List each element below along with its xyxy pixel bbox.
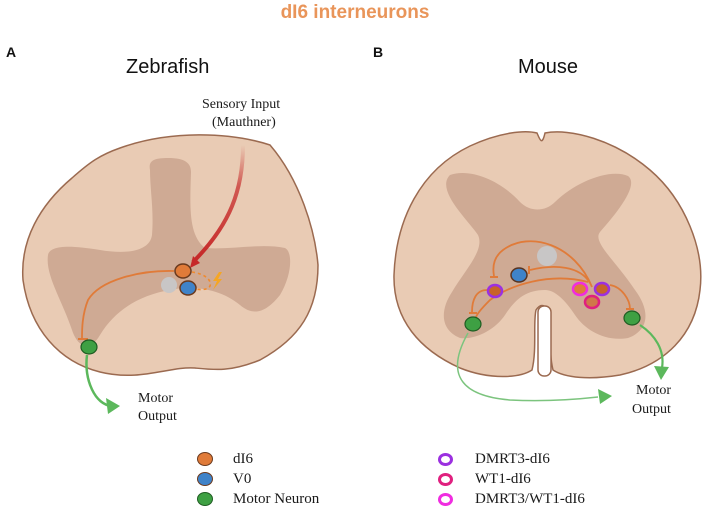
motor-neuron-swatch-icon xyxy=(197,492,213,506)
legend-label: dI6 xyxy=(233,450,253,467)
zebrafish-V0-neuron xyxy=(179,280,197,296)
mouse-V0-neuron xyxy=(510,267,528,283)
motor-arrowhead-icon xyxy=(598,389,612,404)
sensory-input-arrow xyxy=(191,144,245,264)
legend-subtypes: DMRT3-dI6 WT1-dI6 DMRT3/WT1-dI6 xyxy=(438,449,585,509)
mouse-motor-neuron-left xyxy=(464,316,482,332)
zebrafish-spinal-cord xyxy=(21,134,319,377)
zebrafish-grey-matter xyxy=(47,158,291,346)
legend-label: DMRT3/WT1-dI6 xyxy=(475,490,585,507)
legend-item-V0: V0 xyxy=(197,469,319,489)
panel-b-title: Mouse xyxy=(518,56,579,78)
V0-swatch-icon xyxy=(197,472,213,486)
mouse-DMRT3-dI6-neuron xyxy=(593,281,611,297)
sensory-input-sublabel: (Mauthner) xyxy=(212,115,276,130)
mouse-connection-1 xyxy=(492,240,593,288)
zebrafish-dI6-neuron xyxy=(174,263,192,279)
grey-cell xyxy=(537,246,557,266)
legend-item-DMRT3-WT1: DMRT3/WT1-dI6 xyxy=(438,489,585,509)
zebrafish-motor-output-label-2: Output xyxy=(138,409,177,424)
mouse-connection-2 xyxy=(529,266,591,284)
legend-label: WT1-dI6 xyxy=(475,470,531,487)
legend-item-motor-neuron: Motor Neuron xyxy=(197,489,319,509)
panel-a-title: Zebrafish xyxy=(126,56,210,78)
legend-label: V0 xyxy=(233,470,252,487)
sensory-input-label: Sensory Input xyxy=(202,97,280,112)
DMRT3-WT1-ring-icon xyxy=(438,492,453,506)
DMRT3-ring-icon xyxy=(438,452,453,466)
motor-arrowhead-icon xyxy=(654,366,669,380)
legend-item-dI6: dI6 xyxy=(197,449,319,469)
mouse-connection-4 xyxy=(471,289,488,313)
zebrafish-motor-neuron xyxy=(80,339,98,355)
mouse-motor-output-arrow-left xyxy=(456,332,599,402)
legend-item-DMRT3: DMRT3-dI6 xyxy=(438,449,585,469)
legend-label: Motor Neuron xyxy=(233,490,320,507)
dI6-swatch-icon xyxy=(197,452,213,466)
mouse-DMRT3-dI6-neuron xyxy=(486,283,504,299)
panel-a-letter: A xyxy=(6,44,17,60)
ventral-fissure xyxy=(537,305,552,377)
mouse-motor-output-arrow-right xyxy=(639,324,664,369)
mouse-WT1-dI6-neuron xyxy=(583,294,601,310)
mouse-motor-neuron-right xyxy=(623,310,641,326)
lightning-icon xyxy=(213,272,222,290)
dashed-connection xyxy=(191,271,212,291)
zebrafish-motor-output-label-1: Motor xyxy=(138,391,173,406)
legend-cell-types: dI6 V0 Motor Neuron xyxy=(197,449,319,509)
grey-cell xyxy=(161,277,177,293)
panel-b-letter: B xyxy=(373,44,384,60)
sensory-arrowhead-icon xyxy=(190,256,200,268)
WT1-ring-icon xyxy=(438,472,453,486)
legend-label: DMRT3-dI6 xyxy=(475,450,550,467)
legend-item-WT1: WT1-dI6 xyxy=(438,469,585,489)
dI6-to-motor-connection xyxy=(81,270,175,339)
mouse-DMRT3-WT1-dI6-neuron xyxy=(571,281,589,297)
mouse-connection-5 xyxy=(609,284,631,310)
mouse-motor-output-label-2: Output xyxy=(632,402,671,417)
figure-title: dI6 interneurons xyxy=(280,2,430,23)
mouse-motor-output-label-1: Motor xyxy=(636,383,671,398)
motor-arrowhead-icon xyxy=(106,398,120,414)
